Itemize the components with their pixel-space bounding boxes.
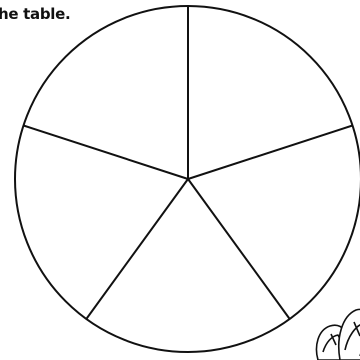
flip-flops-icon xyxy=(317,309,360,360)
pie-circle-group xyxy=(15,6,360,352)
